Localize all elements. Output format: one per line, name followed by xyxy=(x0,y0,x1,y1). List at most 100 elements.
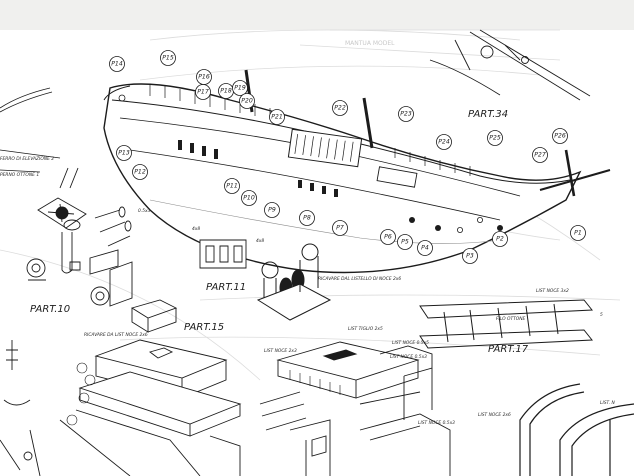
callout-circle xyxy=(487,130,503,146)
top-left-beam-detail xyxy=(0,87,61,173)
callout-p20: P20 xyxy=(239,93,255,109)
part-10-title: PART.10 xyxy=(30,304,70,315)
note-tiglio: LIST TIGLIO 2x5 xyxy=(348,326,383,332)
numbered-circles-left xyxy=(66,362,96,426)
part-15-title: PART.15 xyxy=(184,322,224,333)
part-34-title: PART.34 xyxy=(468,109,508,120)
callout-label: P16 xyxy=(198,74,210,81)
callout-p22: P22 xyxy=(332,100,348,116)
callout-p4: P4 xyxy=(417,240,433,256)
callout-p27: P27 xyxy=(532,147,548,163)
callout-label: P14 xyxy=(111,61,123,68)
callout-label: P6 xyxy=(384,234,392,241)
callout-p5: P5 xyxy=(397,234,413,250)
ship-hull xyxy=(103,69,611,274)
callout-circle xyxy=(532,147,548,163)
callout-circle xyxy=(269,109,285,125)
callout-p21: P21 xyxy=(269,109,285,125)
part-11-title: PART.11 xyxy=(206,282,246,293)
callout-circle xyxy=(332,220,348,236)
dim-5: 5 xyxy=(600,312,603,318)
callout-label: P23 xyxy=(400,111,412,118)
callout-label: P3 xyxy=(466,253,474,260)
callout-circle xyxy=(116,145,132,161)
callout-label: P7 xyxy=(336,225,344,232)
callout-p1: P1 xyxy=(570,225,586,241)
part-15-deck-structures xyxy=(59,299,242,476)
callout-circle xyxy=(398,106,414,122)
rigging-assembly xyxy=(429,29,591,101)
callout-p6: P6 xyxy=(380,229,396,245)
bottom-right-frames xyxy=(519,383,634,476)
callout-circle xyxy=(492,231,508,247)
note-list-noce-05x3-bottom: LIST NOCE 0.5x3 xyxy=(418,420,455,426)
callout-label: P15 xyxy=(162,55,174,62)
callout-label: P17 xyxy=(197,89,209,96)
callout-p23: P23 xyxy=(398,106,414,122)
callout-p3: P3 xyxy=(462,248,478,264)
callout-label: P13 xyxy=(118,150,130,157)
callout-circle xyxy=(397,234,413,250)
callout-label: P26 xyxy=(554,133,566,140)
dim-4x8-b: 4x8 xyxy=(256,238,264,244)
callout-circle xyxy=(224,178,240,194)
callout-label: P24 xyxy=(438,139,450,146)
callout-label: P1 xyxy=(574,230,582,237)
callout-label: P9 xyxy=(268,207,276,214)
callout-circle xyxy=(232,80,248,96)
note-list-noce-2x3: LIST NOCE 2x3 xyxy=(264,348,297,354)
callout-circle xyxy=(380,229,396,245)
part-11-gun-carriage xyxy=(199,239,247,269)
note-ottone: FILO OTTONE xyxy=(496,316,526,322)
callout-label: P21 xyxy=(271,114,283,121)
left-margin-note-2: PERNO OTTONE 1 xyxy=(0,172,39,178)
callout-circle xyxy=(160,50,176,66)
callout-p11: P11 xyxy=(224,178,240,194)
callout-p9: P9 xyxy=(264,202,280,218)
callout-p24: P24 xyxy=(436,134,452,150)
lower-middle-parts xyxy=(259,391,451,476)
note-ricavare-left: RICAVARE DA LIST NOCE 2x6 xyxy=(84,332,148,338)
top-shadow-band xyxy=(0,0,634,30)
note-ricavare: RICAVARE DAL LISTELLO DI NOCE 2x6 xyxy=(318,276,401,282)
callout-circle xyxy=(299,210,315,226)
callout-label: P22 xyxy=(334,105,346,112)
callout-p7: P7 xyxy=(332,220,348,236)
windlass-assembly xyxy=(256,243,332,321)
callout-p13: P13 xyxy=(116,145,132,161)
callout-label: P19 xyxy=(234,85,246,92)
callout-label: P12 xyxy=(134,169,146,176)
callout-circle xyxy=(570,225,586,241)
callout-circle xyxy=(436,134,452,150)
note-list-noce-05x3-right: LIST NOCE 0.5x3 xyxy=(390,354,427,360)
callout-label: P10 xyxy=(243,195,255,202)
callout-circle xyxy=(195,84,211,100)
callout-p19: P19 xyxy=(232,80,248,96)
left-small-details xyxy=(0,340,41,476)
faded-header-text: MANTUA MODEL xyxy=(345,40,395,47)
callout-p10: P10 xyxy=(241,190,257,206)
dim-05x3-label: 0.5x3 xyxy=(138,208,151,214)
callout-p25: P25 xyxy=(487,130,503,146)
dim-4x8-a: 4x8 xyxy=(192,226,200,232)
callout-circle xyxy=(417,240,433,256)
callout-circle xyxy=(241,190,257,206)
callout-circle xyxy=(462,248,478,264)
callout-p16: P16 xyxy=(196,69,212,85)
callout-circle xyxy=(132,164,148,180)
callout-p8: P8 xyxy=(299,210,315,226)
callout-p14: P14 xyxy=(109,56,125,72)
callout-p15: P15 xyxy=(160,50,176,66)
callout-circle xyxy=(264,202,280,218)
callout-p26: P26 xyxy=(552,128,568,144)
callout-label: P4 xyxy=(421,245,429,252)
callout-label: P27 xyxy=(534,152,546,159)
callout-p17: P17 xyxy=(195,84,211,100)
callout-label: P25 xyxy=(489,135,501,142)
callout-p2: P2 xyxy=(492,231,508,247)
callout-label: P2 xyxy=(496,236,504,243)
lower-deckhouse xyxy=(276,341,433,420)
